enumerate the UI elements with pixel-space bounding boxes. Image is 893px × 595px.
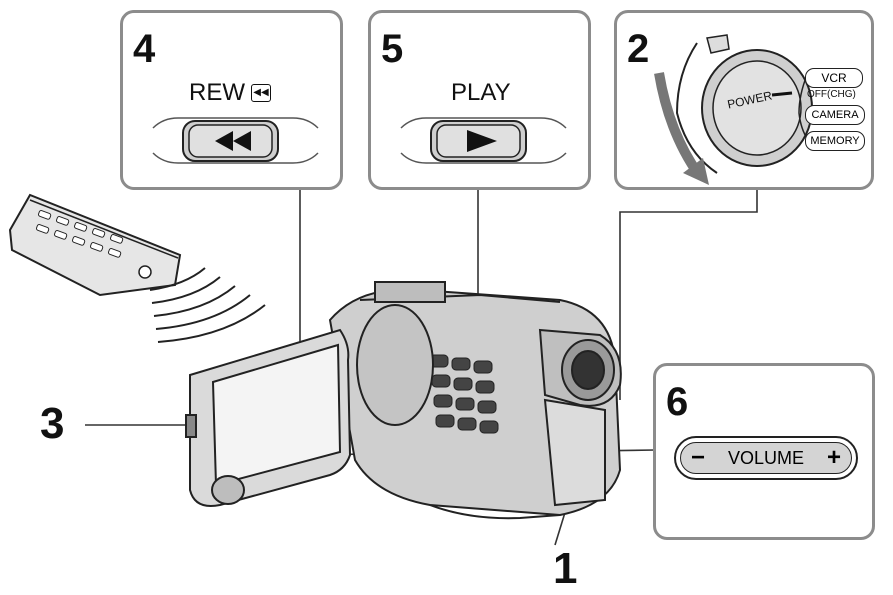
power-mode-memory: MEMORY bbox=[805, 131, 865, 151]
rewind-small-icon: ◀◀ bbox=[251, 84, 271, 102]
infrared-waves bbox=[149, 267, 266, 343]
camcorder bbox=[328, 281, 622, 517]
rew-label: REW ◀◀ bbox=[189, 79, 271, 107]
step-number-2: 2 bbox=[627, 27, 650, 71]
callout-number-3: 3 bbox=[40, 399, 65, 448]
curved-arrow-icon bbox=[654, 72, 709, 185]
panel-rew: 4 REW ◀◀ bbox=[120, 10, 343, 190]
power-dial-graphic bbox=[654, 34, 813, 185]
rewind-icon bbox=[215, 131, 251, 151]
step-number-6: 6 bbox=[666, 380, 689, 424]
play-label: PLAY bbox=[451, 79, 511, 106]
remote-control bbox=[8, 193, 182, 297]
rew-button-graphic bbox=[152, 117, 319, 164]
volume-minus-icon: − bbox=[691, 444, 706, 471]
power-mode-camera: CAMERA bbox=[805, 105, 865, 125]
panel-power: 2 POWER VCR OFF(CHG) CAMERA MEMORY bbox=[614, 10, 874, 190]
volume-plus-icon: + bbox=[826, 444, 841, 471]
play-button-graphic bbox=[400, 117, 567, 164]
panel-volume: 6 − VOLUME + bbox=[653, 363, 875, 540]
step-number-5: 5 bbox=[381, 27, 404, 71]
rew-label-text: REW bbox=[189, 79, 245, 106]
power-mode-vcr: VCR bbox=[805, 68, 863, 88]
lcd-screen bbox=[185, 328, 352, 507]
step-number-4: 4 bbox=[133, 27, 156, 71]
volume-button: − VOLUME + bbox=[674, 436, 858, 480]
play-icon bbox=[467, 130, 497, 152]
callout-number-1: 1 bbox=[553, 544, 578, 593]
power-mode-off: OFF(CHG) bbox=[807, 89, 856, 100]
panel-play: 5 PLAY bbox=[368, 10, 591, 190]
volume-label: VOLUME bbox=[727, 447, 805, 468]
